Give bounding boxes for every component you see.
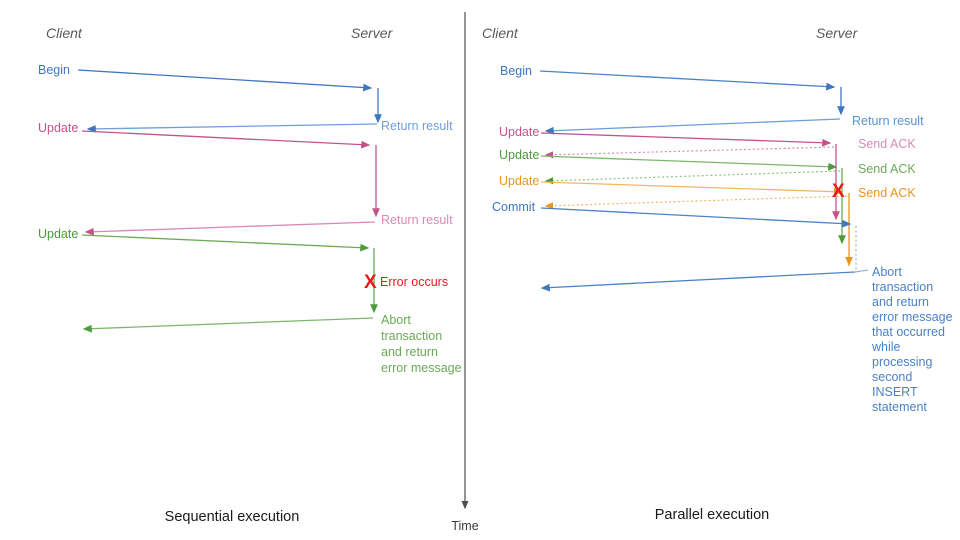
sequential-abort-line-1: transaction <box>381 329 442 343</box>
parallel-abort-line-8: INSERT <box>872 385 918 399</box>
panel-parallel: Client Server Begin Return result Update… <box>482 25 953 523</box>
parallel-arrow-abort-return <box>540 271 856 292</box>
panel-sequential: Client Server Begin Return result Update… <box>38 25 462 525</box>
parallel-arrow-update-2 <box>540 155 838 171</box>
sequential-arrow-abort-return <box>82 317 374 333</box>
time-axis: Time <box>451 12 479 533</box>
parallel-abort-note-connector <box>854 269 869 273</box>
parallel-abort-line-2: and return <box>872 295 929 309</box>
parallel-label-update-2: Update <box>499 148 539 162</box>
parallel-arrow-send-ack-3 <box>544 195 848 210</box>
sequential-label-return-result-2: Return result <box>381 213 453 227</box>
time-axis-label: Time <box>451 519 478 533</box>
sequential-arrow-begin <box>77 69 373 92</box>
parallel-label-update-1: Update <box>499 125 539 139</box>
parallel-arrow-send-ack-1 <box>544 146 835 159</box>
parallel-abort-line-1: transaction <box>872 280 933 294</box>
parallel-abort-line-9: statement <box>872 400 927 414</box>
parallel-abort-line-4: that occurred <box>872 325 945 339</box>
parallel-abort-line-3: error message <box>872 310 953 324</box>
parallel-arrow-update-3 <box>540 181 844 196</box>
parallel-label-commit: Commit <box>492 200 536 214</box>
parallel-label-begin: Begin <box>500 64 532 78</box>
sequential-arrow-return-result-1 <box>86 123 378 133</box>
sequential-arrow-update-2 <box>81 234 370 252</box>
parallel-arrow-send-ack-2 <box>544 170 841 185</box>
sequential-arrow-update-1 <box>81 130 371 149</box>
parallel-arrow-begin <box>539 70 836 91</box>
sequential-abort-line-0: Abort <box>381 313 411 327</box>
sequential-error-x-icon: X <box>364 272 377 293</box>
parallel-abort-line-6: processing <box>872 355 932 369</box>
sequential-error-label: Error occurs <box>380 275 448 289</box>
sequential-arrow-return-result-2 <box>84 221 376 236</box>
parallel-arrow-commit <box>540 207 852 228</box>
parallel-abort-line-7: second <box>872 370 912 384</box>
sequential-label-return-result-1: Return result <box>381 119 453 133</box>
sequential-abort-line-3: error message <box>381 361 462 375</box>
parallel-label-update-3: Update <box>499 174 539 188</box>
parallel-server-lane-title: Server <box>816 25 859 41</box>
parallel-label-send-ack-3: Send ACK <box>858 186 916 200</box>
parallel-arrow-update-1 <box>540 132 832 147</box>
parallel-client-lane-title: Client <box>482 25 519 41</box>
sequential-caption: Sequential execution <box>165 509 300 525</box>
sequential-abort-line-2: and return <box>381 345 438 359</box>
sequential-label-begin: Begin <box>38 63 70 77</box>
parallel-error-x-icon: X <box>832 181 845 202</box>
parallel-abort-line-5: while <box>871 340 901 354</box>
sequential-client-lane-title: Client <box>46 25 83 41</box>
parallel-abort-note: Abort transaction and return error messa… <box>871 265 953 414</box>
sequential-label-update-2: Update <box>38 227 78 241</box>
parallel-caption: Parallel execution <box>655 507 769 523</box>
parallel-label-return-result: Return result <box>852 114 924 128</box>
parallel-label-send-ack-1: Send ACK <box>858 137 916 151</box>
parallel-abort-line-0: Abort <box>872 265 902 279</box>
sequential-label-update-1: Update <box>38 121 78 135</box>
parallel-label-send-ack-2: Send ACK <box>858 162 916 176</box>
parallel-arrow-return-result <box>544 118 841 135</box>
sequential-abort-note: Abort transaction and return error messa… <box>381 313 462 375</box>
sequential-server-lane-title: Server <box>351 25 394 41</box>
